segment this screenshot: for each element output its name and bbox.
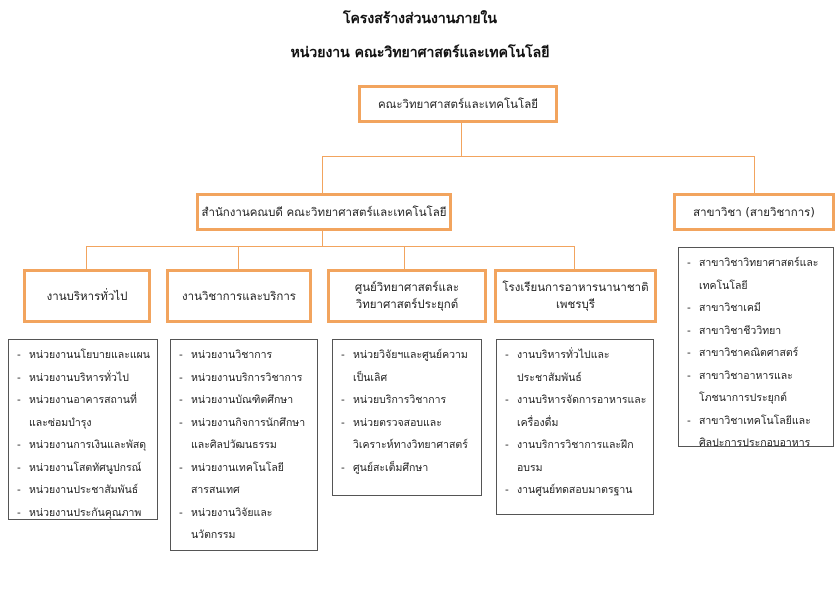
list-item: หน่วยงานประชาสัมพันธ์ xyxy=(17,479,153,502)
list-item: หน่วยงานการเงินและพัสดุ xyxy=(17,434,153,457)
list-item: หน่วยวิจัยฯและศูนย์ความเป็นเลิศ xyxy=(341,344,477,389)
academic-node: สาขาวิชา (สายวิชาการ) xyxy=(673,193,835,231)
list-item: งานบริหารทั่วไปและประชาสัมพันธ์ xyxy=(505,344,649,389)
connector-level2-horizontal xyxy=(86,246,575,247)
connector-to-unit-3 xyxy=(404,246,405,270)
list-item: สาขาวิชาชีววิทยา xyxy=(687,320,829,343)
chart-title: โครงสร้างส่วนงานภายใน xyxy=(343,11,497,27)
unit-academic-service: งานวิชาการและบริการ xyxy=(166,269,312,323)
list-general-admin: หน่วยงานนโยบายและแผน หน่วยงานบริหารทั่วไ… xyxy=(8,339,158,524)
list-item: สาขาวิชาวิทยาศาสตร์และเทคโนโลยี xyxy=(687,252,829,297)
connector-office-down xyxy=(322,230,323,247)
connector-root-down xyxy=(461,123,462,156)
list-item: สาขาวิชาอาหารและโภชนาการประยุกต์ xyxy=(687,365,829,410)
list-item: หน่วยงานบัณฑิตศึกษา xyxy=(179,389,313,412)
list-item: หน่วยงานโสตทัศนูปกรณ์ xyxy=(17,457,153,480)
connector-to-unit-2 xyxy=(238,246,239,270)
list-item: หน่วยงานบริการวิชาการ xyxy=(179,367,313,390)
list-academic-service: หน่วยงานวิชาการ หน่วยงานบริการวิชาการ หน… xyxy=(170,339,318,551)
list-culinary-school: งานบริหารทั่วไปและประชาสัมพันธ์ งานบริหา… xyxy=(496,339,654,515)
list-item: หน่วยงานวิชาการ xyxy=(179,344,313,367)
list-science-center: หน่วยวิจัยฯและศูนย์ความเป็นเลิศ หน่วยบริ… xyxy=(332,339,482,496)
list-item: หน่วยบริการวิชาการ xyxy=(341,389,477,412)
chart-subtitle: หน่วยงาน คณะวิทยาศาสตร์และเทคโนโลยี xyxy=(290,45,550,61)
list-item: หน่วยงานกิจการนักศึกษาและศิลปวัฒนธรรม xyxy=(179,412,313,457)
list-item: สาขาวิชาเทคโนโลยีและศิลปะการประกอบอาหาร xyxy=(687,410,829,455)
list-item: หน่วยตรวจสอบและวิเคราะห์ทางวิทยาศาสตร์ xyxy=(341,412,477,457)
list-item: หน่วยงานวิจัยและนวัตกรรม xyxy=(179,502,313,547)
connector-to-unit-1 xyxy=(86,246,87,270)
list-item: งานบริการวิชาการและฝึกอบรม xyxy=(505,434,649,479)
connector-to-unit-4 xyxy=(574,246,575,270)
list-item: สาขาวิชาคณิตศาสตร์ xyxy=(687,342,829,365)
office-node: สำนักงานคณบดี คณะวิทยาศาสตร์และเทคโนโลยี xyxy=(196,193,452,231)
list-item: สาขาวิชาเคมี xyxy=(687,297,829,320)
unit-science-center: ศูนย์วิทยาศาสตร์และวิทยาศาสตร์ประยุกต์ xyxy=(327,269,487,323)
unit-culinary-school: โรงเรียนการอาหารนานาชาติเพชรบุรี xyxy=(494,269,657,323)
list-item: หน่วยงานเทคโนโลยีสารสนเทศ xyxy=(179,457,313,502)
list-departments: สาขาวิชาวิทยาศาสตร์และเทคโนโลยี สาขาวิชา… xyxy=(678,247,834,449)
list-item: ศูนย์สะเต็มศึกษา xyxy=(341,457,477,480)
connector-level1-horizontal xyxy=(322,156,755,157)
list-item: งานบริหารจัดการอาหารและเครื่องดื่ม xyxy=(505,389,649,434)
connector-to-academic xyxy=(754,156,755,194)
connector-to-office xyxy=(322,156,323,194)
list-item: หน่วยงานประกันคุณภาพ xyxy=(17,502,153,525)
list-item: หน่วยงานบริหารทั่วไป xyxy=(17,367,153,390)
list-item: งานศูนย์ทดสอบมาตรฐาน xyxy=(505,479,649,502)
list-item: หน่วยงานอาคารสถานที่และซ่อมบำรุง xyxy=(17,389,153,434)
list-item: หน่วยงานนโยบายและแผน xyxy=(17,344,153,367)
unit-general-admin: งานบริหารทั่วไป xyxy=(23,269,151,323)
root-node: คณะวิทยาศาสตร์และเทคโนโลยี xyxy=(358,85,558,123)
